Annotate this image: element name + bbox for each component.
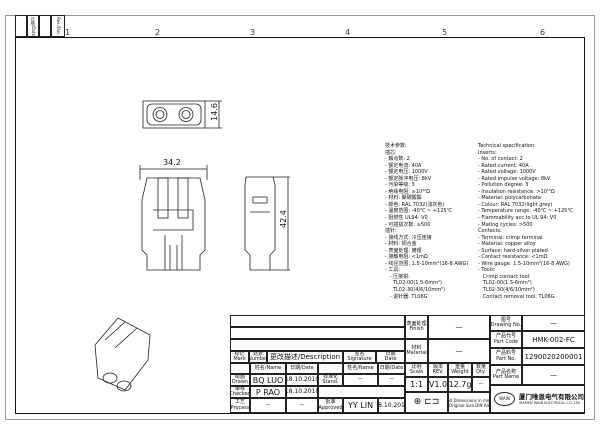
zone-label: 5	[442, 28, 448, 37]
name-header: 姓名/Name	[343, 363, 378, 374]
name-header: 姓名/Name	[250, 363, 286, 374]
dimension-width: 34.2	[163, 158, 181, 167]
checked-name: P RAO	[250, 386, 286, 398]
drawing-frame	[15, 37, 585, 414]
number-header: 处数 Number	[249, 351, 267, 363]
top-view	[142, 100, 222, 129]
zone-label: 3	[250, 28, 256, 37]
finish-value: —	[428, 315, 490, 339]
projection-symbol-icon: ⊕ ⊏⊐	[405, 392, 448, 413]
iso-view	[94, 317, 151, 392]
front-view	[139, 165, 208, 271]
rev-cell	[39, 15, 51, 37]
spec-chinese: 技术参数: 插芯: - 触点数: 2 - 额定电流: 40A - 额定电压: 1…	[385, 143, 469, 300]
rev-label: 版本 REV.	[428, 363, 448, 377]
spec-english: Technical specification: Inserts: - No. …	[478, 143, 573, 300]
drawing-no-label: 图号 Drawing No.	[490, 315, 522, 331]
checked-label: 审核 Checked	[230, 386, 250, 398]
process-name: —	[250, 398, 286, 413]
process-date: —	[286, 398, 318, 413]
finish-label: 表面处理 Finish	[405, 315, 428, 339]
checked-date: 18.10.2010	[286, 386, 318, 398]
dimension-height-top: 14.6	[210, 103, 219, 121]
drawing-no-value: —	[522, 315, 585, 331]
material-value: —	[428, 339, 490, 363]
approved-label: 批准 Approved	[318, 398, 343, 413]
qty-value: —	[472, 377, 490, 392]
zone-label: 6	[540, 28, 546, 37]
mark-header: 标记 Mark	[230, 351, 249, 363]
approved-name: YY LIN	[343, 398, 378, 413]
part-code-value: HMK-002-FC	[522, 331, 585, 348]
zone-label: 2	[155, 28, 161, 37]
blank-cell	[318, 386, 405, 398]
company-name-cn: 厦门唯恩电气有限公司	[519, 392, 584, 401]
rev-doc-header: Rev./Doc.	[51, 15, 65, 37]
rev-value: V1.0	[428, 377, 448, 392]
drawn-name: BQ LUO	[250, 374, 286, 386]
blank-cell	[230, 363, 250, 374]
blank-row	[230, 339, 405, 351]
blank-row	[230, 315, 405, 327]
qty-label: 数量 Qty.	[472, 363, 490, 377]
part-no-label: 产品料号 Part No.	[490, 348, 522, 365]
blank-row	[230, 327, 405, 339]
outer-frame	[5, 15, 595, 420]
scale-label: 比例 Scale	[405, 363, 428, 377]
part-no-value: 1290020200001	[522, 348, 585, 365]
rev-cell	[15, 15, 27, 37]
material-label: 材料 Material	[405, 339, 428, 363]
dimension-height-side: 42.4	[279, 210, 288, 228]
part-name-value: —	[522, 365, 585, 385]
date-header: 日期/Date	[286, 363, 318, 374]
signature-header: 签名 Signature	[343, 351, 376, 363]
weight-value: 12.7g	[448, 377, 472, 392]
scale-value: 1:1	[405, 377, 428, 392]
approved-date: 18.10.2010	[378, 398, 405, 413]
company-block: WAIN 厦门唯恩电气有限公司 XIAMEN WAIN ELECTRICAL C…	[490, 385, 585, 413]
zone-label: 1	[65, 28, 71, 37]
process-label: 工艺 Process	[230, 398, 250, 413]
drawn-date: 18.10.2010	[286, 374, 318, 386]
stand-date: —	[378, 374, 405, 386]
drawn-label: 绘图 Drawn	[230, 374, 250, 386]
stand-label: 标准化 Stand.	[318, 374, 343, 386]
date-header: 日期 Date	[376, 351, 405, 363]
part-name-label: 产品名称 Part Name	[490, 365, 522, 385]
description-header: 更改描述/Description	[267, 351, 343, 363]
stand-name: —	[343, 374, 378, 386]
side-view	[244, 176, 290, 271]
blank-cell	[318, 363, 343, 374]
dimensions-note: All Dimensions in mm Original Size DIN A…	[448, 392, 490, 413]
rev-date-header: 日期/Date	[27, 15, 39, 37]
company-name-en: XIAMEN WAIN ELECTRICAL CO.,LTD	[519, 400, 581, 405]
part-code-label: 产品代号 Part Code	[490, 331, 522, 348]
date-header: 日期/Date	[378, 363, 405, 374]
zone-label: 4	[345, 28, 351, 37]
company-logo: WAIN	[494, 392, 515, 406]
weight-label: 重量 Weight	[448, 363, 472, 377]
